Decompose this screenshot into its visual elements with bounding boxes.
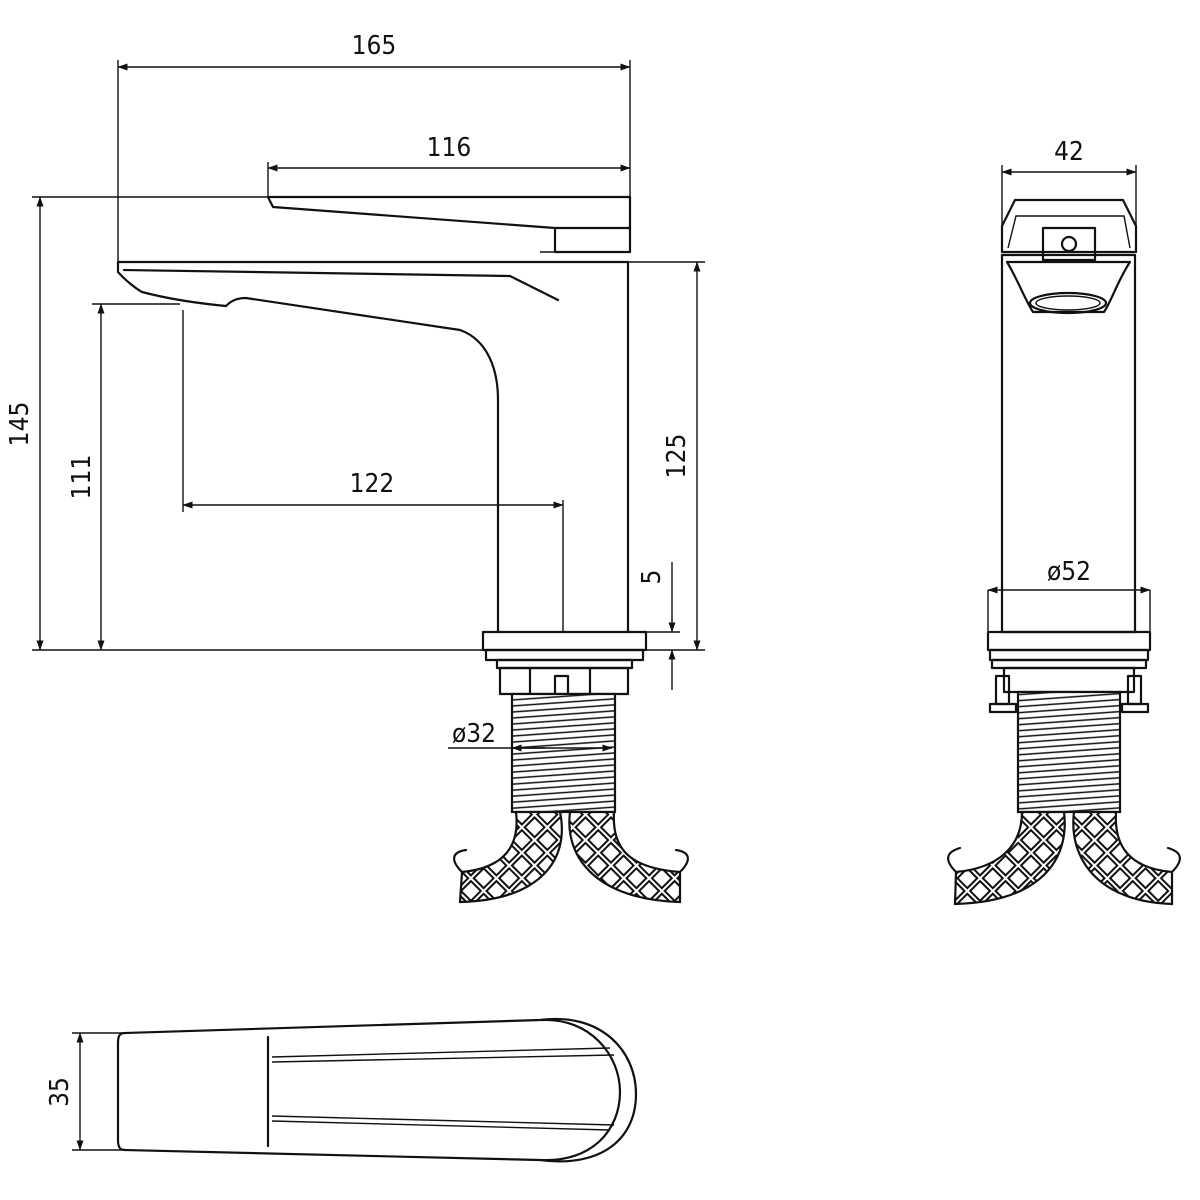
dim-spout-reach: 122: [182, 310, 564, 632]
spout: [116, 260, 500, 634]
handle-cap: [1000, 198, 1138, 254]
dim-handle-length: 116: [267, 133, 631, 197]
dim-label-35: 35: [45, 1077, 75, 1107]
dim-label-122: 122: [350, 469, 395, 499]
dim-body-height: 125: [628, 261, 705, 651]
dim-label-d32: ø32: [452, 719, 496, 749]
dim-label-125: 125: [662, 434, 692, 479]
dim-total-height: 145: [5, 196, 483, 651]
dim-handle-width: 42: [1001, 137, 1137, 226]
dim-label-116: 116: [427, 133, 472, 163]
aerator: [1028, 291, 1108, 315]
dim-label-5: 5: [637, 570, 667, 585]
top-view: [116, 1017, 638, 1163]
braided-hose-right: [568, 810, 682, 904]
dim-overall-length: 165: [117, 31, 631, 262]
dim-spout-height: 111: [67, 303, 180, 651]
top-spout-outline: [116, 1017, 638, 1163]
dim-spout-width: 35: [45, 1032, 125, 1151]
dim-label-d52: ø52: [1047, 557, 1091, 587]
dim-thread-diameter: ø32: [448, 719, 613, 752]
dim-label-145: 145: [5, 402, 35, 447]
dim-label-165: 165: [352, 31, 397, 61]
front-threaded-shank: [1016, 690, 1122, 814]
dim-base-diameter: ø52: [987, 557, 1151, 632]
dim-label-111: 111: [67, 455, 97, 500]
side-view: [116, 195, 689, 904]
dim-label-42: 42: [1054, 137, 1084, 167]
front-hose-left: [953, 810, 1066, 906]
braided-hose-left: [458, 810, 563, 904]
handle-lever: [266, 195, 632, 254]
front-hose-right: [1072, 810, 1174, 906]
base-plate: [481, 630, 648, 652]
threaded-shank: [510, 692, 617, 814]
dim-base-plate: 5: [637, 562, 680, 690]
front-view: [947, 198, 1181, 906]
